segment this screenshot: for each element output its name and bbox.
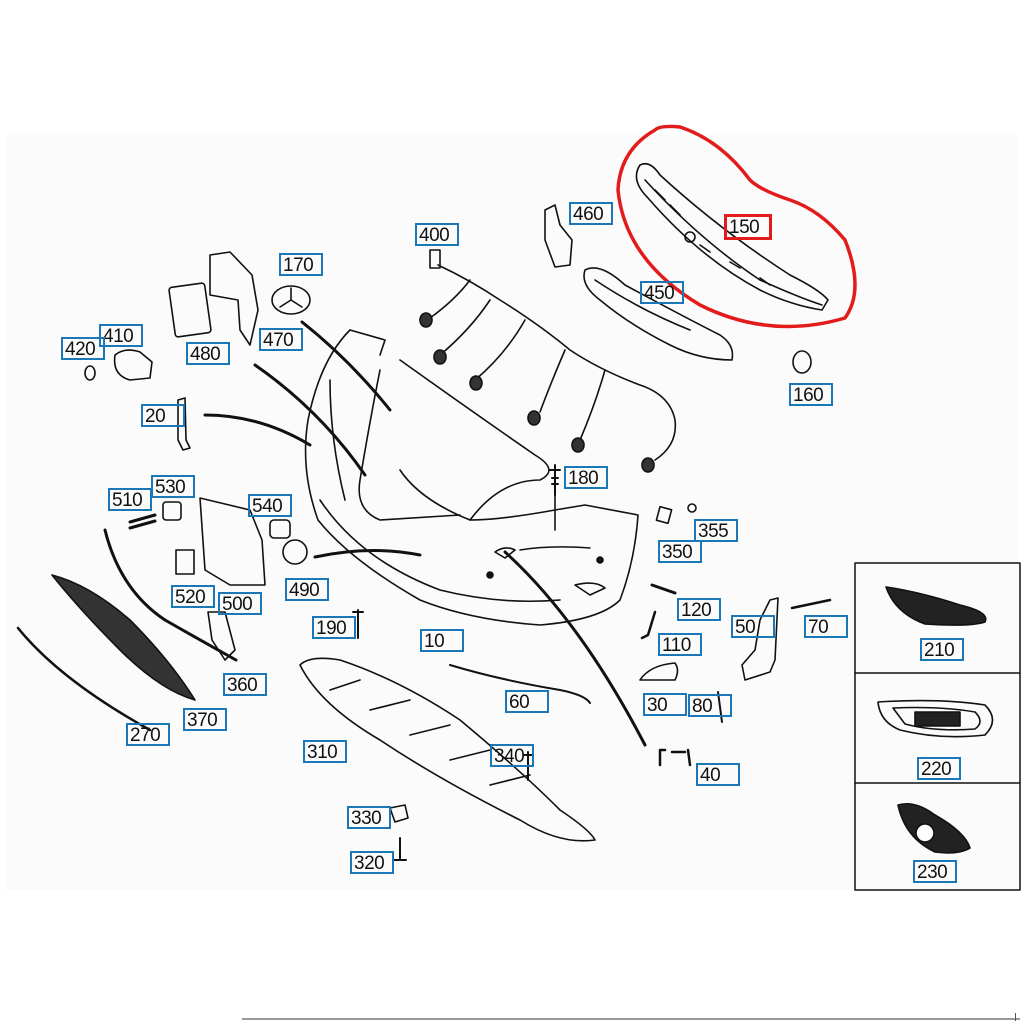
callout-360[interactable]: 360: [223, 673, 267, 696]
part-160-cap: [792, 350, 812, 374]
callout-120[interactable]: 120: [677, 598, 721, 621]
callout-160[interactable]: 160: [789, 383, 833, 406]
part-50-bracket: [741, 597, 779, 681]
callout-500[interactable]: 500: [218, 592, 262, 615]
part-490-sensor: [282, 539, 308, 565]
part-190-bolt: [352, 609, 364, 639]
callout-510[interactable]: 510: [108, 488, 152, 511]
callout-40[interactable]: 40: [696, 763, 740, 786]
callout-30[interactable]: 30: [643, 693, 687, 716]
callout-410[interactable]: 410: [99, 324, 143, 347]
arrow-20: [203, 413, 312, 447]
part-350-clip: [655, 505, 673, 525]
callout-110[interactable]: 110: [658, 633, 702, 656]
part-110-screw: [640, 610, 657, 640]
callout-355[interactable]: 355: [694, 519, 738, 542]
callout-470[interactable]: 470: [259, 328, 303, 351]
callout-420[interactable]: 420: [61, 337, 105, 360]
callout-50[interactable]: 50: [731, 615, 775, 638]
part-470-bracket: [209, 251, 259, 346]
part-210-grille-insert: [885, 586, 987, 626]
highlight-circle: [616, 124, 857, 329]
callout-450[interactable]: 450: [640, 281, 684, 304]
callout-350[interactable]: 350: [658, 540, 702, 563]
part-320-screw: [393, 837, 407, 861]
part-510-screw: [128, 513, 157, 530]
callout-80[interactable]: 80: [688, 694, 732, 717]
part-400-wiring-harness: [419, 249, 677, 473]
callout-400[interactable]: 400: [415, 223, 459, 246]
part-150-grille-strip: [635, 162, 829, 311]
arrow-emblem: [300, 320, 392, 412]
callout-190[interactable]: 190: [312, 616, 356, 639]
part-540-clip: [269, 519, 291, 539]
arrow-490: [313, 548, 422, 559]
callout-270[interactable]: 270: [126, 723, 170, 746]
part-230-fog-cover: [897, 802, 971, 854]
part-10-bumper-cover: [304, 329, 639, 626]
callout-340[interactable]: 340: [490, 744, 534, 767]
part-355-screw: [687, 503, 697, 513]
callout-70[interactable]: 70: [804, 615, 848, 638]
part-120-clip: [650, 583, 677, 595]
part-30-cap: [639, 662, 679, 681]
callout-60[interactable]: 60: [505, 690, 549, 713]
callout-530[interactable]: 530: [151, 475, 195, 498]
part-40-clip: [658, 748, 692, 767]
callout-210[interactable]: 210: [920, 638, 964, 661]
callout-310[interactable]: 310: [303, 740, 347, 763]
variant-panels-frame: [854, 562, 1021, 891]
callout-540[interactable]: 540: [248, 494, 292, 517]
part-60-cable: [449, 664, 591, 704]
callout-320[interactable]: 320: [350, 851, 394, 874]
callout-20[interactable]: 20: [141, 404, 185, 427]
part-80-clip: [717, 691, 723, 723]
part-170-star-emblem: [271, 285, 311, 315]
callout-520[interactable]: 520: [171, 585, 215, 608]
callout-490[interactable]: 490: [285, 578, 329, 601]
part-460-bracket: [544, 204, 573, 268]
callout-170[interactable]: 170: [279, 253, 323, 276]
part-530-clip: [162, 501, 182, 521]
callout-460[interactable]: 460: [569, 202, 613, 225]
part-480-module: [168, 282, 212, 338]
bottom-rule: [242, 1018, 1020, 1020]
arrow-40: [503, 550, 647, 747]
part-70-rivet: [790, 598, 832, 610]
part-520-clip: [175, 549, 195, 575]
callout-150[interactable]: 150: [724, 214, 772, 240]
part-330-clip: [389, 804, 409, 823]
callout-220[interactable]: 220: [917, 757, 961, 780]
bottom-tick: [1015, 1013, 1016, 1021]
part-20-bracket: [177, 397, 191, 451]
callout-230[interactable]: 230: [913, 860, 957, 883]
callout-10[interactable]: 10: [420, 629, 464, 652]
part-180-pin: [549, 464, 561, 496]
callout-180[interactable]: 180: [564, 466, 608, 489]
part-310-undertray: [299, 657, 596, 842]
callout-370[interactable]: 370: [183, 708, 227, 731]
part-270-trim: [16, 626, 152, 732]
callout-330[interactable]: 330: [347, 806, 391, 829]
part-360-rail: [103, 528, 238, 662]
part-370-mesh-grille: [51, 574, 196, 701]
part-450-support: [583, 267, 734, 361]
part-220-lamp-frame: [877, 699, 994, 738]
part-420-ring: [84, 365, 96, 381]
arrow-470: [253, 363, 367, 477]
part-410-sensor: [113, 349, 153, 381]
part-license-bracket: [199, 497, 266, 586]
callout-480[interactable]: 480: [186, 342, 230, 365]
